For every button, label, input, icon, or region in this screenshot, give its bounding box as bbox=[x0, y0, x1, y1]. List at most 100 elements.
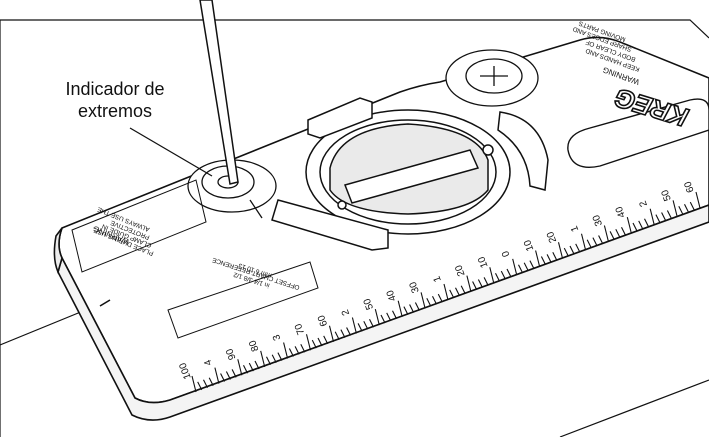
scale-minor-tick bbox=[518, 264, 523, 274]
clamp-tab-right bbox=[497, 111, 549, 191]
callout-leader-line bbox=[129, 127, 213, 177]
dial-right-cross bbox=[480, 66, 508, 86]
scale-minor-tick bbox=[225, 371, 231, 380]
scale-minor-tick bbox=[392, 310, 397, 320]
callout-label: Indicador de extremos bbox=[40, 78, 190, 122]
scale-minor-tick bbox=[437, 293, 443, 303]
scale-major-tick bbox=[260, 350, 266, 368]
scale-major-tick bbox=[351, 317, 357, 334]
clamp-tab-top bbox=[307, 97, 373, 139]
scale-label: 30 bbox=[591, 213, 605, 228]
scale-minor-tick bbox=[266, 356, 271, 366]
screwdriver-shaft bbox=[199, 0, 239, 185]
scale-major-tick bbox=[374, 308, 380, 326]
scale-major-tick bbox=[397, 300, 403, 317]
scale-minor-tick bbox=[323, 335, 329, 345]
end-indicator-dial-right bbox=[445, 49, 539, 107]
scale-minor-tick bbox=[369, 318, 374, 328]
scale-minor-tick bbox=[254, 360, 260, 370]
screwdriver bbox=[199, 0, 239, 185]
scale-minor-tick bbox=[684, 203, 689, 213]
logo-badge bbox=[567, 98, 709, 168]
scale-major-tick bbox=[191, 375, 197, 393]
scale-minor-tick bbox=[523, 262, 529, 271]
scale-minor-tick bbox=[563, 247, 569, 257]
scale-minor-tick bbox=[432, 295, 437, 305]
scale-minor-tick bbox=[403, 306, 409, 315]
scale-minor-tick bbox=[334, 331, 340, 340]
scale-minor-tick bbox=[644, 218, 649, 228]
table-lower-edge bbox=[559, 379, 709, 438]
plate-step-line bbox=[99, 299, 111, 307]
scale-minor-tick bbox=[638, 220, 644, 230]
scale-minor-tick bbox=[455, 287, 460, 297]
scale-label: 40 bbox=[614, 204, 628, 219]
scale-minor-tick bbox=[449, 289, 455, 299]
scale-major-tick bbox=[466, 275, 472, 292]
scale-minor-tick bbox=[621, 226, 626, 236]
scale-label: 4 bbox=[202, 358, 214, 367]
scale-label: 60 bbox=[682, 179, 696, 194]
scale-major-tick bbox=[535, 250, 541, 267]
scale-minor-tick bbox=[426, 298, 432, 307]
scale-minor-tick bbox=[598, 235, 604, 244]
warning-left-border bbox=[71, 179, 207, 273]
scale-minor-tick bbox=[666, 210, 672, 219]
scale-label: 3 bbox=[271, 332, 283, 341]
scale-minor-tick bbox=[689, 201, 695, 211]
end-indicator-dial-left bbox=[187, 159, 277, 219]
scale-minor-tick bbox=[311, 339, 317, 349]
scale-minor-tick bbox=[460, 285, 466, 294]
scale-minor-tick bbox=[248, 362, 254, 372]
scale-minor-tick bbox=[294, 346, 300, 355]
scale-major-tick bbox=[695, 191, 701, 209]
brand-logo: KREG bbox=[567, 81, 709, 168]
scale-major-tick bbox=[626, 216, 632, 234]
scale-major-tick bbox=[420, 292, 426, 309]
callout-line-1: Indicador de bbox=[65, 79, 165, 99]
scale-minor-tick bbox=[592, 237, 598, 246]
scale-minor-tick bbox=[300, 344, 306, 353]
scale-minor-tick bbox=[231, 369, 237, 378]
scale-minor-tick bbox=[288, 348, 294, 357]
scale-major-tick bbox=[443, 283, 449, 301]
scale-minor-tick bbox=[678, 206, 684, 215]
scale-label: 2 bbox=[638, 199, 650, 208]
scale-minor-tick bbox=[632, 222, 638, 232]
scale-minor-tick bbox=[409, 304, 415, 313]
scale-minor-tick bbox=[197, 381, 203, 391]
scale-label: 40 bbox=[385, 288, 399, 303]
clamp-tab-left bbox=[271, 199, 389, 251]
scale-minor-tick bbox=[386, 312, 392, 322]
scale-label: 2 bbox=[340, 307, 352, 316]
scale-minor-tick bbox=[477, 279, 483, 288]
scale-major-tick bbox=[214, 367, 220, 384]
scale-label: 60 bbox=[316, 313, 330, 328]
scale-label: 10 bbox=[522, 238, 536, 253]
scale-minor-tick bbox=[271, 354, 277, 363]
scale-major-tick bbox=[328, 325, 335, 342]
scale-major-tick bbox=[305, 334, 312, 351]
scale-minor-tick bbox=[609, 231, 615, 240]
scale-major-tick bbox=[672, 200, 678, 217]
scale-minor-tick bbox=[500, 270, 506, 280]
callout-line-2: extremos bbox=[77, 101, 153, 121]
scale-minor-tick bbox=[586, 239, 592, 248]
scale-major-tick bbox=[283, 342, 289, 359]
scale-minor-tick bbox=[203, 379, 208, 389]
scale-major-tick bbox=[512, 258, 518, 276]
scale-minor-tick bbox=[552, 252, 558, 261]
scale-label: 50 bbox=[660, 188, 674, 203]
scale-minor-tick bbox=[540, 256, 546, 265]
scale-minor-tick bbox=[483, 277, 489, 286]
scale-minor-tick bbox=[220, 373, 226, 382]
scale-label: 70 bbox=[293, 322, 307, 337]
plate-front-face bbox=[57, 204, 709, 421]
scale-label: 10 bbox=[476, 255, 490, 270]
scale-minor-tick bbox=[243, 364, 248, 374]
mount-hole-left bbox=[337, 200, 347, 210]
scale-major-tick bbox=[649, 208, 655, 225]
scale-minor-tick bbox=[661, 212, 667, 221]
